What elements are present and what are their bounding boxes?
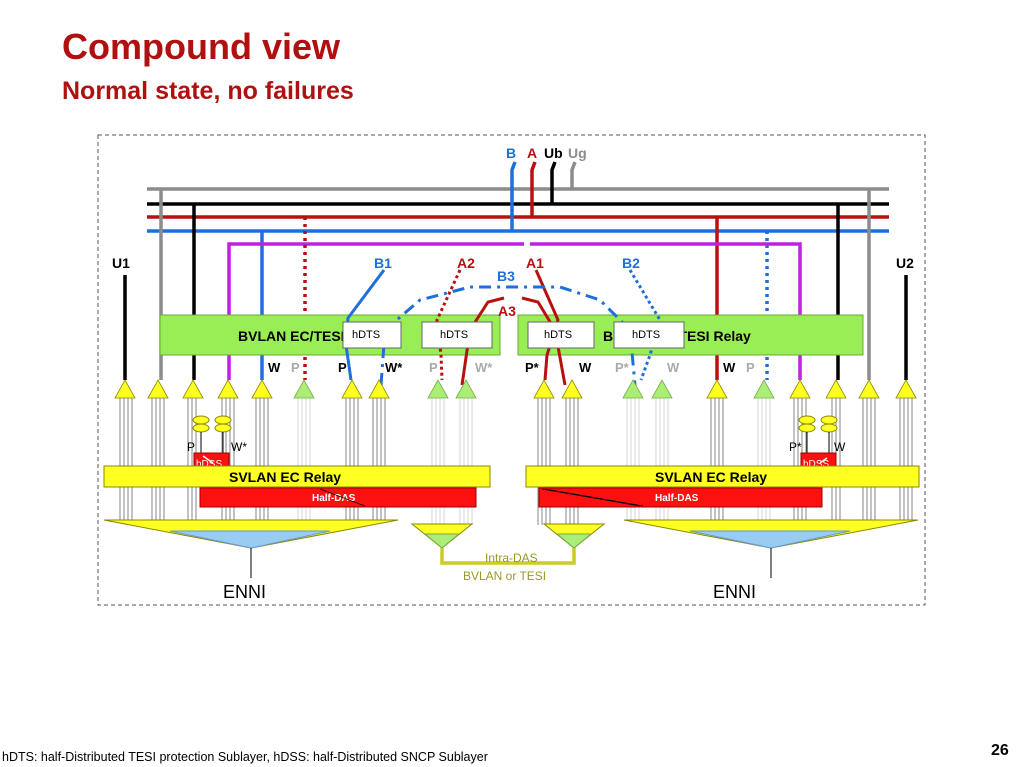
hdts-label-1: hDTS (352, 329, 380, 341)
hdts-label-3: hDTS (544, 329, 572, 341)
port-triangles (114, 379, 917, 399)
hdts-label-4: hDTS (632, 329, 660, 341)
port-label-a2: A2 (457, 255, 475, 271)
wp-right-1: P* (525, 360, 540, 375)
port-label-a1: A1 (526, 255, 544, 271)
svlan-relay-left-label: SVLAN EC Relay (229, 469, 341, 485)
half-das-crosslines (319, 488, 644, 507)
bus-lines (147, 187, 889, 233)
footer-legend: hDTS: half-Distributed TESI protection S… (2, 750, 488, 764)
intra-das-funnels (410, 523, 606, 565)
bus-label-a: A (527, 145, 537, 161)
bus-label-ub: Ub (544, 145, 563, 161)
intra-das-label-2: BVLAN or TESI (463, 569, 546, 583)
hdss-left-label: hDSS (196, 459, 222, 470)
hdss-right-label: hDSS (803, 459, 829, 470)
wp-left-4: W* (385, 360, 403, 375)
port-label-u2: U2 (896, 255, 914, 271)
hdss-right-w: W (834, 440, 846, 454)
wp-left-1: W (268, 360, 281, 375)
enni-right-funnel (623, 519, 919, 549)
port-label-a3: A3 (498, 303, 516, 319)
bus-label-ug: Ug (568, 145, 587, 161)
port-label-u1: U1 (112, 255, 130, 271)
wp-left-6: W* (475, 360, 493, 375)
hdts-label-2: hDTS (440, 329, 468, 341)
wp-left-5: P (429, 360, 438, 375)
intra-das-label-1: Intra-DAS (485, 551, 538, 565)
hdss-left-p: P (187, 440, 195, 454)
wp-right-5: W (723, 360, 736, 375)
bus-risers (510, 161, 577, 231)
slide-subtitle: Normal state, no failures (62, 77, 354, 105)
wp-right-3: P* (615, 360, 630, 375)
wp-left-3: P (338, 360, 347, 375)
port-label-b3: B3 (497, 268, 515, 284)
port-label-b1: B1 (374, 255, 392, 271)
wp-right-2: W (579, 360, 592, 375)
wp-right-4: W (667, 360, 680, 375)
svlan-relay-right-label: SVLAN EC Relay (655, 469, 767, 485)
bus-label-b: B (506, 145, 516, 161)
hdss-left-w: W* (231, 440, 247, 454)
page-number: 26 (991, 742, 1009, 759)
svlan-relay-right (525, 465, 920, 488)
wp-right-6: P (746, 360, 755, 375)
enni-left-funnel (103, 519, 399, 549)
enni-left-label: ENNI (223, 582, 266, 602)
hdts-box-1 (342, 321, 402, 349)
hdts-box-4 (613, 321, 685, 349)
slide-title: Compound view (62, 26, 340, 67)
svlan-relay-left (103, 465, 491, 488)
hdts-box-3 (527, 321, 595, 349)
half-das-right (538, 487, 823, 508)
wp-left-2: P (291, 360, 300, 375)
half-das-left-label: Half-DAS (312, 493, 356, 504)
enni-right-label: ENNI (713, 582, 756, 602)
hdss-right-p: P* (789, 440, 802, 454)
diagram-frame (97, 134, 926, 606)
hdts-box-2 (421, 321, 493, 349)
half-das-left (199, 487, 477, 508)
half-das-right-label: Half-DAS (655, 493, 699, 504)
port-label-b2: B2 (622, 255, 640, 271)
